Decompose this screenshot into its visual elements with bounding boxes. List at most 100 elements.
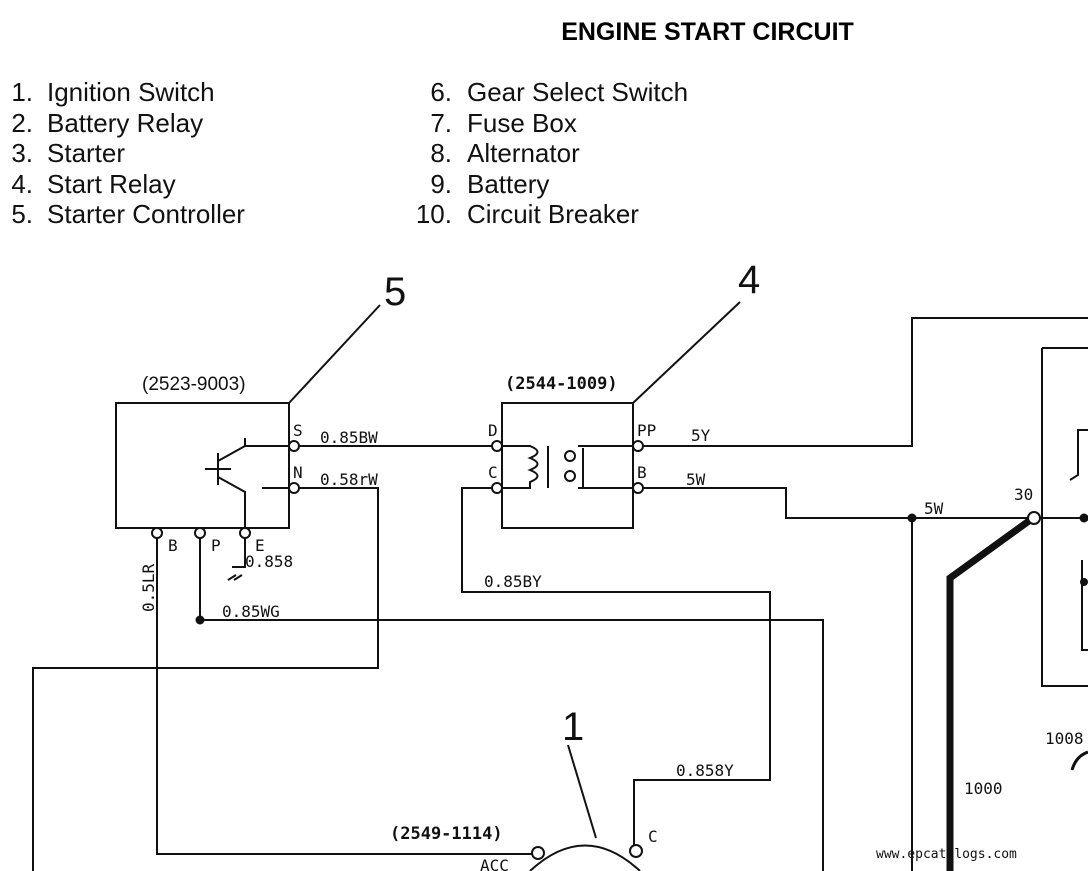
- transistor-symbol: [205, 438, 289, 528]
- legend-item: 8. Alternator: [400, 138, 800, 169]
- terminals: [151, 440, 1041, 860]
- legend-number: 2.: [11, 107, 33, 138]
- legend-number: 8.: [430, 138, 452, 168]
- callout-1-leader: [567, 744, 597, 839]
- relay-label-d: D: [488, 421, 498, 440]
- part-number-starter-controller: (2523-9003): [142, 374, 246, 395]
- relay-label-pp: PP: [637, 421, 656, 440]
- terminal-e: [239, 527, 251, 539]
- wire-label-by1: 0.85BY: [484, 572, 542, 591]
- wire-1008-hook: [1070, 750, 1088, 771]
- terminal-b: [151, 527, 163, 539]
- legend-label: Starter: [47, 138, 126, 168]
- legend-right-column: 6.Gear Select Switch 7. Fuse Box 8. Altern…: [400, 77, 800, 230]
- terminal-30: [1027, 511, 1041, 525]
- legend-label: Alternator: [467, 138, 580, 168]
- wire-n: [32, 487, 379, 871]
- legend-item: 9. Battery: [400, 169, 800, 200]
- legend-item: 3. Starter: [0, 138, 400, 169]
- legend-label: Starter Controller: [47, 199, 245, 229]
- terminal-n: [288, 482, 300, 494]
- legend-item: 6.Gear Select Switch: [400, 77, 800, 108]
- relay-terminal-b: [632, 482, 644, 494]
- wire-b-lr: [156, 533, 533, 855]
- legend-item: 5.Starter Controller: [0, 199, 400, 230]
- start-relay-box: [501, 402, 634, 529]
- right-box: [1041, 347, 1088, 687]
- terminal-label-e: E: [255, 536, 265, 555]
- ignition-switch-arc: [529, 844, 641, 871]
- callout-4-leader: [632, 301, 741, 404]
- wire-label-1008: 1008: [1045, 729, 1084, 748]
- junction-dot: [907, 513, 917, 523]
- legend-number: 1.: [11, 77, 33, 107]
- watermark-text: www.epcatalogs.com: [876, 847, 1017, 862]
- callout-1: 1: [562, 705, 584, 749]
- terminal-label-p: P: [211, 536, 221, 555]
- wiring: [32, 301, 1088, 871]
- wire-label-s: 0.85BW: [320, 428, 378, 447]
- callout-4: 4: [738, 258, 760, 302]
- terminal-p: [194, 527, 206, 539]
- callout-5-leader: [288, 304, 381, 404]
- wire-1000-thick: [946, 515, 1036, 871]
- relay-terminal-d: [491, 440, 503, 452]
- ignition-label-acc: ACC: [480, 856, 509, 871]
- wire-label-n: 0.58rW: [320, 470, 378, 489]
- legend-item: 1. Ignition Switch: [0, 77, 400, 108]
- relay-terminal-c: [491, 482, 503, 494]
- legend-number: 7.: [430, 107, 452, 138]
- wire-p-wg: [199, 533, 824, 871]
- diagram-title: ENGINE START CIRCUIT: [561, 18, 854, 46]
- wire-label-by2: 0.858Y: [676, 761, 734, 780]
- relay-coil: [502, 445, 539, 489]
- relay-label-b: B: [637, 463, 647, 482]
- wire-label-sw: 5W: [924, 499, 944, 518]
- wire-label-wg: 0.85WG: [222, 602, 280, 621]
- ignition-label-c: C: [648, 827, 658, 846]
- legend-label: Circuit Breaker: [467, 199, 639, 229]
- legend-number: 9.: [430, 168, 452, 199]
- part-number-start-relay: (2544-1009): [505, 374, 618, 394]
- terminal-label-30: 30: [1014, 485, 1033, 504]
- ignition-terminal-acc: [531, 846, 545, 860]
- wire-pp: [640, 317, 1088, 447]
- terminal-label-s: S: [293, 421, 303, 440]
- legend-number: 3.: [11, 138, 33, 168]
- legend-label: Battery: [467, 168, 550, 199]
- legend-label: Battery Relay: [47, 107, 204, 138]
- legend-label: Fuse Box: [467, 107, 577, 138]
- relay-terminal-pp: [632, 440, 644, 452]
- relay-contact-top: [564, 450, 576, 462]
- legend-item: 4. Start Relay: [0, 169, 400, 200]
- terminal-label-n: N: [293, 463, 303, 482]
- wire-label-b2: 5W: [686, 470, 706, 489]
- junction-dot: [195, 615, 205, 625]
- legend-number: 6.: [430, 77, 452, 107]
- relay-label-c: C: [488, 463, 498, 482]
- wire-label-b: 0.5LR: [139, 563, 158, 612]
- relay-contact-bottom: [564, 470, 576, 482]
- junction-dot: [1079, 513, 1088, 523]
- wire-b: [640, 487, 1028, 519]
- junction-dots: [195, 513, 1088, 625]
- wire-label-pp: 5Y: [691, 426, 711, 445]
- terminal-s: [288, 440, 300, 452]
- legend-label: Ignition Switch: [47, 77, 215, 107]
- legend-left-column: 1. Ignition Switch 2. Battery Relay 3. Star…: [0, 77, 400, 230]
- wire-label-e: 0.858: [245, 552, 293, 571]
- terminal-label-b: B: [168, 536, 178, 555]
- callout-5: 5: [384, 270, 406, 314]
- legend-number: 4.: [11, 168, 33, 199]
- legend-item: 2. Battery Relay: [0, 108, 400, 139]
- wire-label-1000: 1000: [964, 779, 1003, 798]
- legend-label: Start Relay: [47, 168, 176, 199]
- legend-item: 7. Fuse Box: [400, 108, 800, 139]
- part-number-ignition-switch: (2549-1114): [390, 824, 503, 844]
- right-partial-symbol: [1069, 429, 1088, 651]
- wire-e-ground: [227, 533, 246, 581]
- legend-item: 10.Circuit Breaker: [400, 199, 800, 230]
- ignition-terminal-c: [629, 844, 643, 858]
